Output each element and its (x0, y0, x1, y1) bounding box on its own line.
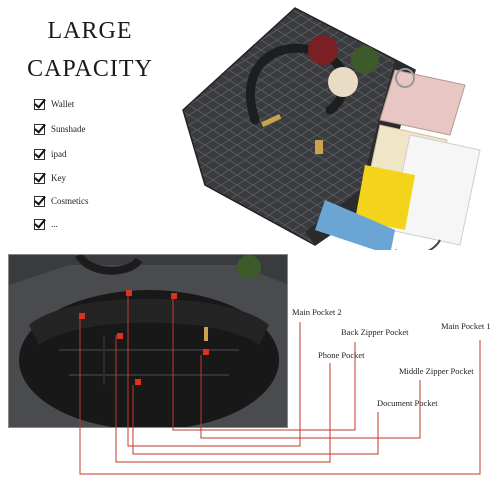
checklist-item: ... (34, 216, 58, 232)
marker-icon (135, 379, 141, 385)
checklist-item: ipad (34, 146, 67, 162)
checkbox-icon (34, 172, 45, 184)
checklist-label: Sunshade (51, 124, 86, 134)
callout-main-pocket-2: Main Pocket 2 (292, 307, 342, 317)
title-line-1: LARGE (47, 18, 133, 44)
marker-icon (171, 293, 177, 299)
checklist-item: Cosmetics (34, 193, 89, 209)
checklist-label: Wallet (51, 99, 75, 109)
checklist-label: Key (51, 173, 66, 183)
marker-icon (117, 333, 123, 339)
checklist-label: Cosmetics (51, 196, 89, 206)
bag-interior-photo (8, 254, 288, 428)
checklist-label: ... (51, 219, 58, 229)
callout-phone-pocket: Phone Pocket (318, 350, 365, 360)
checkbox-icon (34, 98, 45, 110)
title-line-2: CAPACITY (27, 56, 153, 82)
callout-main-pocket-1: Main Pocket 1 (441, 321, 491, 331)
checkbox-icon (34, 218, 45, 230)
callout-middle-zipper-pocket: Middle Zipper Pocket (399, 366, 474, 376)
handbag-with-contents-image (182, 7, 481, 250)
checklist-item: Wallet (34, 96, 74, 112)
bag-interior-image (9, 255, 287, 427)
checklist-item: Key (34, 170, 66, 186)
callout-document-pocket: Document Pocket (377, 398, 438, 408)
callout-back-zipper-pocket: Back Zipper Pocket (341, 327, 409, 337)
marker-icon (126, 290, 132, 296)
checklist-item: Sunshade (34, 121, 86, 137)
checkbox-icon (34, 148, 45, 160)
marker-icon (203, 349, 209, 355)
checklist-label: ipad (51, 149, 67, 159)
marker-icon (79, 313, 85, 319)
checkbox-icon (34, 195, 45, 207)
checkbox-icon (34, 123, 45, 135)
